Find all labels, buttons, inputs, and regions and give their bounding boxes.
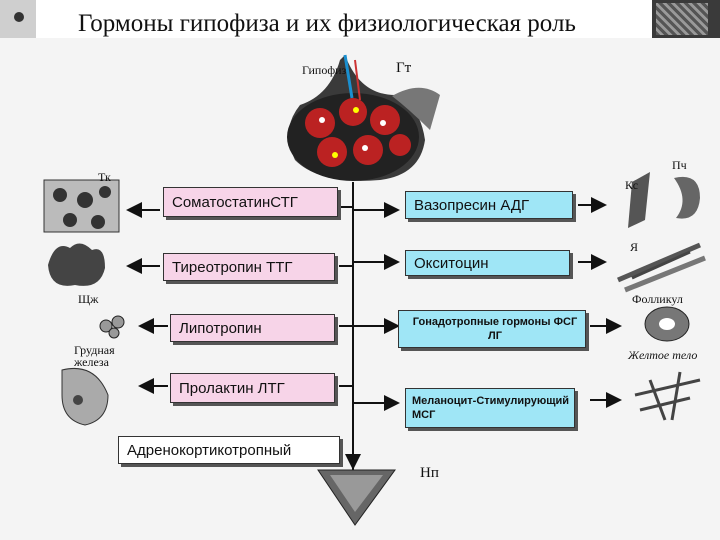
hypophysis-illustration xyxy=(287,54,440,181)
caption-pch: Пч xyxy=(672,158,687,172)
slide-title: Гормоны гипофиза и их физиологическая ро… xyxy=(78,10,576,37)
caption-ks: Кс xyxy=(625,178,639,192)
corner-decoration-left xyxy=(0,0,36,38)
caption-breast: Грудная железа xyxy=(74,343,115,369)
hormone-box-lipotropin: Липотропин xyxy=(170,314,335,342)
hormone-box-gonadotropins: Гонадотропные гормоны ФСГ ЛГ xyxy=(398,310,586,348)
caption-np: Нп xyxy=(420,465,439,481)
caption-ya: Я xyxy=(630,240,639,254)
hormone-box-vasopressin: Вазопресин АДГ xyxy=(405,191,573,219)
hormone-box-acth: Адренокортикотропный xyxy=(118,436,340,464)
hormone-box-thyrotropin: Тиреотропин ТТГ xyxy=(163,253,335,281)
thyroid-image xyxy=(48,243,105,286)
hormone-box-oxytocin: Окситоцин xyxy=(405,250,570,276)
caption-hypophysis: Гипофиз xyxy=(302,63,347,77)
corner-decoration-right xyxy=(652,0,720,38)
melanocyte-image xyxy=(634,371,701,421)
caption-follicle: Фолликул xyxy=(632,292,683,306)
caption-gt: Гт xyxy=(396,60,412,76)
hormone-box-msh: Меланоцит-Стимулирующий МСГ xyxy=(405,388,575,428)
hormone-box-prolactin: Пролактин ЛТГ xyxy=(170,373,335,403)
caption-tk: Тк xyxy=(98,170,111,184)
liver-image xyxy=(674,176,700,219)
muscle-image xyxy=(617,242,706,293)
caption-corpus-luteum: Желтое тело xyxy=(628,348,698,362)
hormone-box-somatostatin: СоматостатинСТГ xyxy=(163,187,338,217)
breast-image xyxy=(61,368,109,426)
bone-image xyxy=(628,172,650,228)
caption-shzh: Щж xyxy=(78,292,99,306)
